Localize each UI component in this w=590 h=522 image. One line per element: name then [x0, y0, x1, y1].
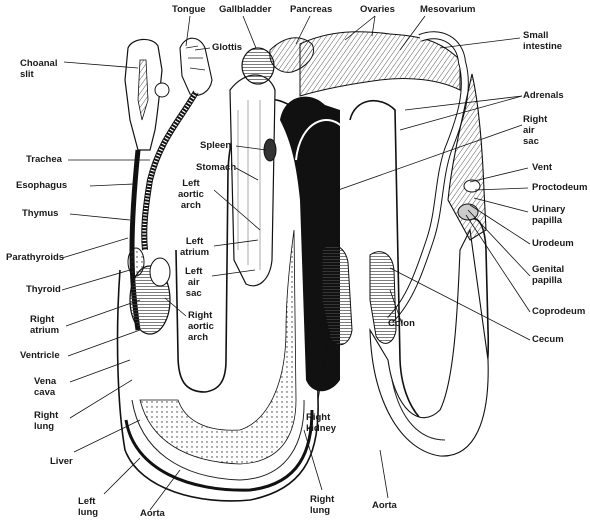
label-right-lung-bottom: Right lung [310, 494, 335, 516]
label-thyroid: Thyroid [26, 284, 61, 295]
label-aorta-bottom: Aorta [140, 508, 165, 519]
vent-shape [463, 179, 481, 193]
label-aorta-right: Aorta [372, 500, 397, 511]
right-kidney-shape [321, 244, 353, 346]
label-gallbladder: Gallbladder [219, 4, 272, 15]
dark-cavity [280, 96, 340, 392]
label-right-kidney: Right kidney [306, 412, 337, 434]
label-right-aortic-arch: Right aortic arch [188, 310, 214, 343]
choanal-knob [154, 82, 170, 98]
label-pancreas: Pancreas [290, 4, 333, 15]
tongue-shape [179, 37, 213, 96]
label-tongue: Tongue [172, 4, 206, 15]
label-mesovarium: Mesovarium [420, 4, 476, 15]
label-proctodeum: Proctodeum [532, 182, 588, 193]
label-left-atrium: Left atrium [180, 236, 210, 258]
label-liver: Liver [50, 456, 73, 467]
thyroid-shape [127, 247, 145, 277]
label-right-atrium: Right atrium [30, 314, 60, 336]
label-left-aortic-arch: Left aortic arch [178, 178, 204, 211]
label-genital-papilla: Genital papilla [532, 264, 565, 286]
label-stomach: Stomach [196, 162, 237, 173]
label-vena-cava: Vena cava [34, 376, 57, 398]
label-parathyroids: Parathyroids [6, 252, 65, 263]
leader-lines [61, 15, 531, 511]
gallbladder-shape [241, 47, 275, 85]
label-right-lung: Right lung [34, 410, 59, 432]
label-urodeum: Urodeum [532, 238, 574, 249]
label-esophagus: Esophagus [16, 180, 68, 191]
mesovarium-band [299, 31, 461, 97]
label-ventricle: Ventricle [20, 350, 60, 361]
label-trachea: Trachea [26, 154, 62, 165]
label-adrenals: Adrenals [523, 90, 564, 101]
label-spleen: Spleen [200, 140, 232, 151]
label-right-air-sac: Right air sac [523, 114, 548, 147]
label-coprodeum: Coprodeum [532, 306, 586, 317]
label-left-lung: Left lung [78, 496, 99, 518]
label-ovaries: Ovaries [360, 4, 395, 15]
label-glottis: Glottis [212, 42, 243, 53]
choanal-slit-shape [137, 59, 149, 121]
stomach-shape [229, 74, 276, 287]
label-urinary-papilla: Urinary papilla [532, 204, 566, 226]
liver-band [139, 229, 297, 465]
label-choanal-slit: Choanal slit [20, 58, 58, 80]
label-small-intestine: Small intestine [523, 30, 563, 52]
label-vent: Vent [532, 162, 553, 173]
label-left-air-sac: Left air sac [185, 266, 203, 299]
label-colon: Colon [388, 318, 415, 329]
label-thymus: Thymus [22, 208, 59, 219]
label-cecum: Cecum [532, 334, 564, 345]
